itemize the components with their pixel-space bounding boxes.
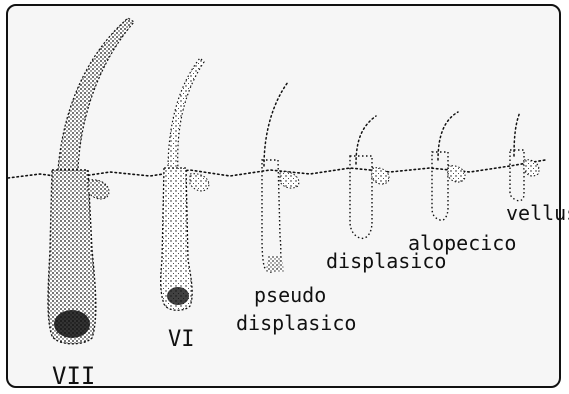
follicle-alopecico — [432, 112, 465, 220]
follicle-vii — [48, 18, 134, 344]
label-pseudo-line2: displasico — [236, 311, 356, 335]
label-pseudo-line1: pseudo — [254, 283, 326, 307]
label-vellus: vellus — [506, 201, 569, 225]
follicle-vellus — [510, 112, 539, 201]
label-alopecico: alopecico — [408, 231, 516, 255]
follicle-displasico — [350, 116, 389, 238]
label-vii: VII — [52, 362, 95, 390]
follicle-pseudo-displasico — [262, 82, 299, 272]
follicle-vi — [161, 58, 209, 310]
label-vi: VI — [168, 327, 195, 352]
